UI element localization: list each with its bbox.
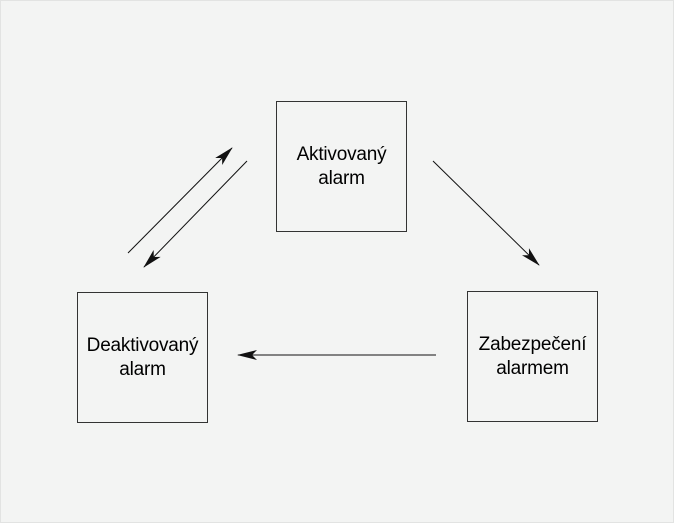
state-box-activated: Aktivovaný alarm	[276, 101, 407, 232]
state-label-deactivated: Deaktivovaný alarm	[86, 334, 199, 380]
state-label-activated: Aktivovaný alarm	[296, 143, 387, 189]
arrow-activated-to-securing	[432, 160, 540, 266]
state-label-securing: Zabezpečení alarmem	[478, 333, 587, 379]
state-box-securing: Zabezpečení alarmem	[467, 291, 598, 422]
state-box-deactivated: Deaktivovaný alarm	[77, 292, 208, 423]
arrow-deactivated-to-activated	[127, 147, 233, 254]
arrow-activated-to-deactivated	[143, 160, 248, 268]
